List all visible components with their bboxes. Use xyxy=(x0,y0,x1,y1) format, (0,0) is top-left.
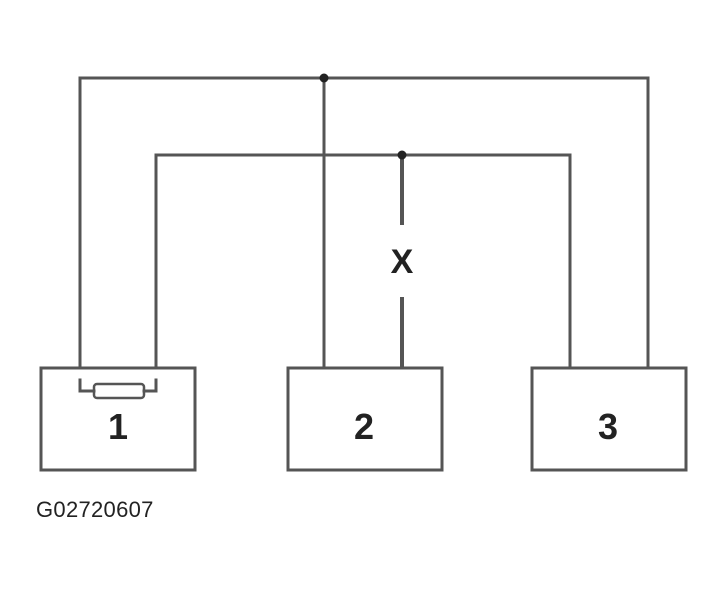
fuse-icon xyxy=(92,382,146,400)
component-1-label: 1 xyxy=(108,406,128,447)
component-2: 2 xyxy=(286,366,444,472)
inner-wire xyxy=(154,153,572,384)
component-3-label: 3 xyxy=(598,406,618,447)
component-3: 3 xyxy=(530,366,688,472)
junction-node-outer xyxy=(319,73,329,83)
break-label: X xyxy=(391,243,414,281)
reference-code: G02720607 xyxy=(36,497,154,522)
junction-node-inner xyxy=(397,150,407,160)
outer-wire xyxy=(78,76,650,384)
component-2-label: 2 xyxy=(354,406,374,447)
component-1: 1 xyxy=(39,366,197,472)
